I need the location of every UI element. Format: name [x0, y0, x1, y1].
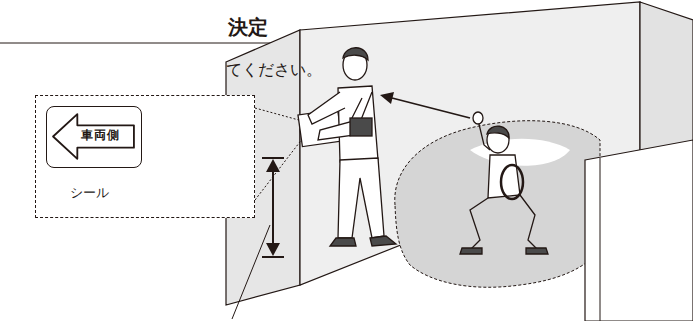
callout-line — [255, 134, 306, 200]
sticker-text: 車両側 — [81, 127, 120, 144]
front-wall — [585, 140, 693, 321]
sticker-arrow: 車両側 — [46, 106, 142, 168]
driver — [460, 112, 548, 254]
right-wall — [640, 2, 693, 150]
callout-box: シール 車両側 — [35, 95, 255, 218]
wall-edge — [600, 158, 601, 321]
instruction-text: てください。 — [226, 60, 322, 81]
height-dimension — [262, 158, 284, 257]
direction-arrow — [380, 92, 470, 118]
sticker-label: シール — [70, 184, 109, 202]
leader-line — [232, 225, 270, 319]
car-outline — [395, 121, 600, 288]
section-heading: 決定 — [228, 14, 268, 41]
windshield — [470, 139, 570, 166]
